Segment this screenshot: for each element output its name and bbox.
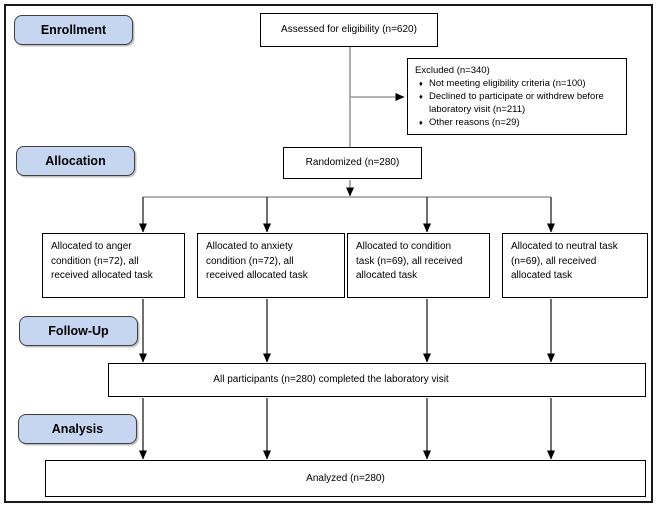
excluded-reason-row: ♦ Other reasons (n=29)	[415, 116, 621, 129]
stage-label-allocation: Allocation	[16, 146, 135, 176]
stage-label-analysis: Analysis	[18, 414, 137, 444]
box-allocation-anger: Allocated to anger condition (n=72), all…	[42, 233, 185, 298]
box-analyzed: Analyzed (n=280)	[45, 460, 646, 497]
box-excluded: Excluded (n=340) ♦ Not meeting eligibili…	[407, 58, 627, 135]
stage-label-enrollment: Enrollment	[14, 15, 133, 45]
excluded-reason-text: Declined to participate or withdrew befo…	[429, 91, 604, 115]
diamond-bullet-icon: ♦	[419, 118, 423, 127]
diagram-outer-border	[4, 4, 653, 503]
excluded-reason-text: Not meeting eligibility criteria (n=100)	[429, 78, 586, 89]
excluded-title: Excluded (n=340)	[415, 65, 490, 76]
diamond-bullet-icon: ♦	[419, 92, 423, 101]
box-allocation-condition: Allocated to condition task (n=69), all …	[347, 233, 490, 298]
stage-label-followup: Follow-Up	[19, 316, 138, 346]
box-allocation-neutral: Allocated to neutral task (n=69), all re…	[502, 233, 648, 298]
box-assessed-eligibility: Assessed for eligibility (n=620)	[260, 13, 438, 47]
box-allocation-anxiety: Allocated to anxiety condition (n=72), a…	[197, 233, 345, 298]
diamond-bullet-icon: ♦	[419, 79, 423, 88]
box-followup-completed: All participants (n=280) completed the l…	[108, 363, 646, 397]
excluded-reason-text: Other reasons (n=29)	[429, 117, 520, 128]
excluded-reason-row: ♦ Declined to participate or withdrew be…	[415, 90, 621, 116]
excluded-reason-row: ♦ Not meeting eligibility criteria (n=10…	[415, 77, 621, 90]
box-randomized: Randomized (n=280)	[283, 147, 422, 179]
